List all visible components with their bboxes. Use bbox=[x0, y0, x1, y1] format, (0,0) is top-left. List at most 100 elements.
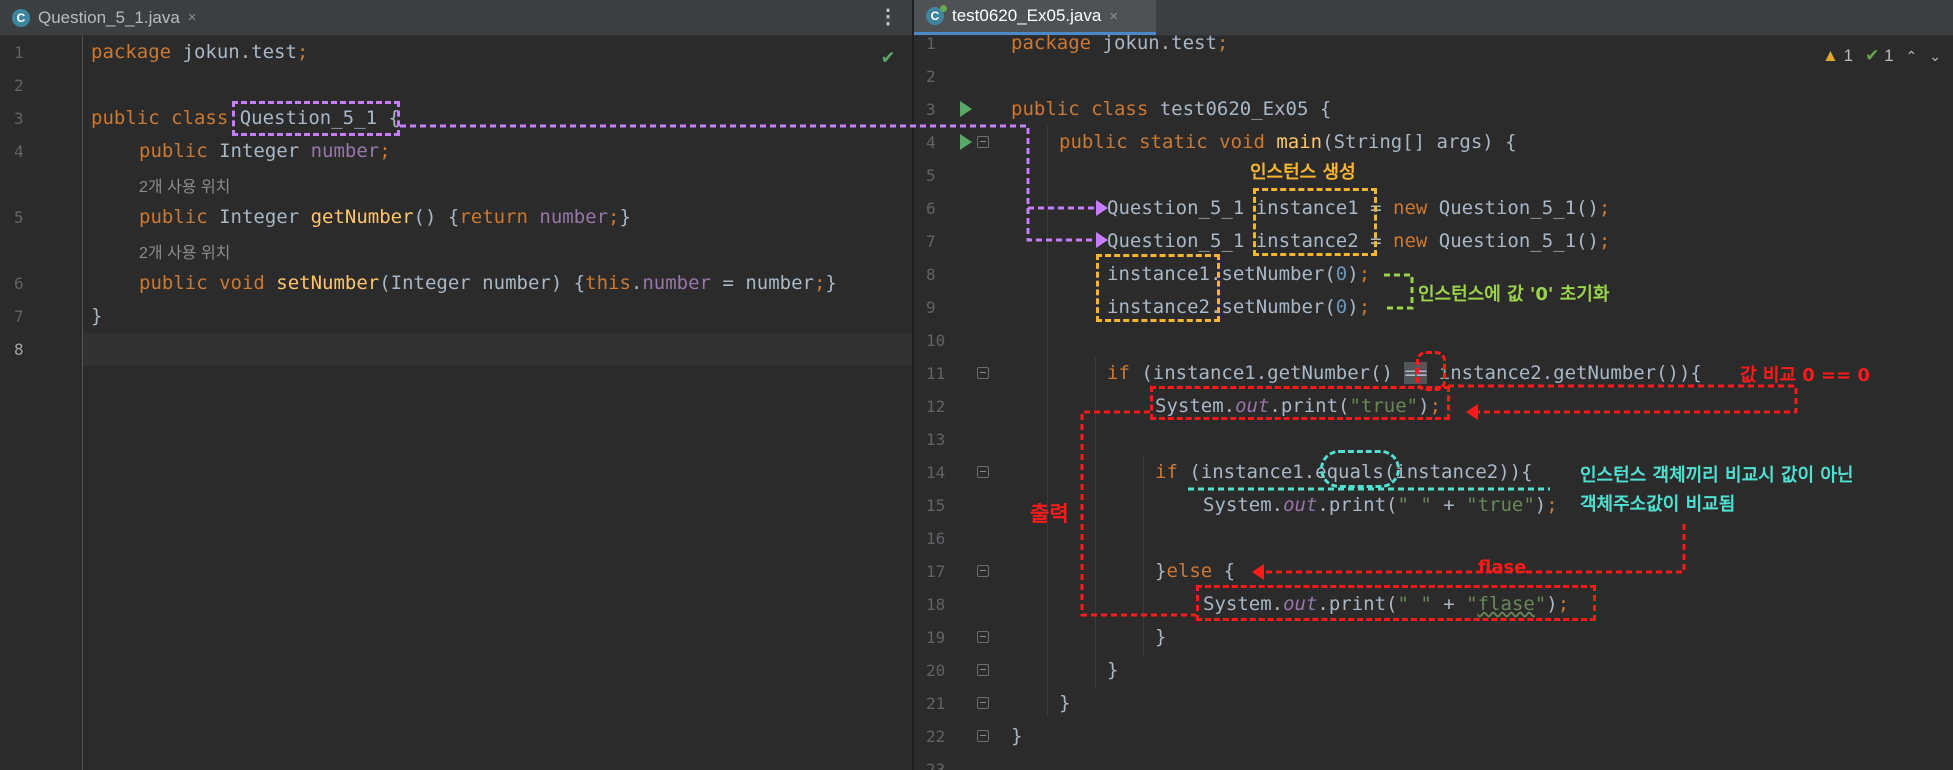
tab-test0620-ex05[interactable]: C test0620_Ex05.java × bbox=[914, 0, 1156, 35]
right-code-area[interactable]: package jokun.test; public class test062… bbox=[999, 32, 1953, 770]
code-line-22: } bbox=[1011, 725, 1023, 747]
code-line-6: Question_5_1 instance1 = new Question_5_… bbox=[1107, 197, 1611, 219]
warning-icon: ▲ bbox=[1822, 46, 1839, 65]
fold-icon[interactable] bbox=[977, 565, 989, 577]
fold-icon[interactable] bbox=[977, 466, 989, 478]
line-number: 21 bbox=[926, 694, 946, 713]
note-object-compare-1: 인스턴스 객체끼리 비교시 값이 아닌 bbox=[1580, 465, 1854, 486]
note-value-compare: 값 비교 0 == 0 bbox=[1740, 365, 1870, 386]
line-number: 2 bbox=[14, 76, 24, 95]
code-line-6: public void setNumber(Integer number) {t… bbox=[139, 272, 837, 294]
line-number: 6 bbox=[926, 199, 936, 218]
line-number: 12 bbox=[926, 397, 946, 416]
note-instance-create: 인스턴스 생성 bbox=[1250, 162, 1356, 183]
typo-word: flase bbox=[1477, 593, 1535, 615]
current-line-highlight bbox=[83, 333, 912, 366]
class-name: Question_5_1 bbox=[239, 107, 378, 129]
code-line-3: public class test0620_Ex05 { bbox=[1011, 98, 1332, 120]
print-true-box bbox=[1150, 386, 1450, 420]
usage-hint[interactable]: 2개 사용 위치 bbox=[139, 179, 231, 196]
inspection-widget[interactable]: ▲ 1 ✔ 1 ⌃ ⌄ bbox=[1822, 46, 1941, 65]
instance-create-box bbox=[1253, 188, 1377, 256]
previous-highlight-icon[interactable]: ⌃ bbox=[1905, 47, 1918, 64]
equals-highlight-ellipse bbox=[1320, 450, 1400, 488]
line-number: 7 bbox=[14, 307, 24, 326]
fold-icon[interactable] bbox=[977, 631, 989, 643]
line-number: 5 bbox=[14, 208, 24, 227]
more-options-icon[interactable]: ⋮ bbox=[878, 4, 898, 28]
code-line-4: public Integer number; bbox=[139, 140, 391, 162]
line-number: 2 bbox=[926, 67, 936, 86]
line-number-current: 8 bbox=[14, 340, 24, 359]
indent-guide bbox=[1047, 126, 1048, 716]
tab-filename: Question_5_1.java bbox=[38, 7, 180, 27]
fold-icon[interactable] bbox=[977, 136, 989, 148]
line-number: 15 bbox=[926, 496, 946, 515]
code-line-1: package jokun.test; bbox=[1011, 32, 1229, 54]
fold-icon[interactable] bbox=[977, 697, 989, 709]
line-number: 14 bbox=[926, 463, 946, 482]
close-icon[interactable]: × bbox=[187, 9, 197, 26]
right-gutter: 1 2 3 4 5 6 7 8 9 10 11 12 13 14 15 16 1… bbox=[914, 34, 998, 770]
code-line-18: System.out.print(" " + "flase"); bbox=[1203, 593, 1570, 615]
line-number: 5 bbox=[926, 166, 936, 185]
line-number: 16 bbox=[926, 529, 946, 548]
line-number: 3 bbox=[14, 109, 24, 128]
note-flase: flase bbox=[1478, 557, 1527, 578]
left-tab-bar: C Question_5_1.java × ⋮ bbox=[0, 0, 912, 36]
code-line-7: } bbox=[91, 305, 103, 327]
check-icon[interactable]: ✔ bbox=[882, 44, 895, 68]
weak-warning-icon: ✔ bbox=[1865, 46, 1880, 65]
operator-highlight-box bbox=[1416, 351, 1446, 391]
line-number: 7 bbox=[926, 232, 936, 251]
line-number: 19 bbox=[926, 628, 946, 647]
note-init-zero: 인스턴스에 값 '0' 초기화 bbox=[1418, 284, 1610, 305]
left-code-area[interactable]: package jokun.test; public class Questio… bbox=[83, 36, 912, 770]
fold-icon[interactable] bbox=[977, 730, 989, 742]
run-class-icon[interactable] bbox=[960, 101, 972, 117]
code-line-1: package jokun.test; bbox=[91, 41, 309, 63]
note-object-compare-2: 객체주소값이 비교됨 bbox=[1580, 494, 1736, 515]
java-class-icon: C bbox=[12, 8, 30, 27]
close-icon[interactable]: × bbox=[1109, 7, 1119, 25]
usage-hint[interactable]: 2개 사용 위치 bbox=[139, 245, 231, 262]
code-line-17: }else { bbox=[1155, 560, 1236, 582]
line-number: 6 bbox=[14, 274, 24, 293]
code-line-15: System.out.print(" " + "true"); bbox=[1203, 494, 1558, 516]
fold-icon[interactable] bbox=[977, 367, 989, 379]
run-main-icon[interactable] bbox=[960, 134, 972, 150]
note-output: 출력 bbox=[1030, 502, 1069, 526]
code-line-4: public static void main(String[] args) { bbox=[1059, 131, 1517, 153]
line-number: 4 bbox=[926, 133, 936, 152]
tab-filename: test0620_Ex05.java bbox=[952, 6, 1102, 25]
class-name-highlight-box bbox=[232, 101, 400, 136]
equality-operator: == bbox=[1404, 362, 1428, 384]
print-flase-box bbox=[1196, 585, 1596, 621]
code-line-20: } bbox=[1107, 659, 1119, 681]
fold-icon[interactable] bbox=[977, 664, 989, 676]
line-number: 3 bbox=[926, 100, 936, 119]
left-editor-pane: C Question_5_1.java × ⋮ 1 2 3 4 5 6 7 8 … bbox=[0, 0, 912, 770]
line-number: 20 bbox=[926, 661, 946, 680]
line-number: 17 bbox=[926, 562, 946, 581]
line-number: 8 bbox=[926, 265, 936, 284]
next-highlight-icon[interactable]: ⌄ bbox=[1929, 47, 1941, 64]
code-line-8: instance1.setNumber(0); bbox=[1107, 263, 1371, 285]
line-number: 1 bbox=[926, 34, 936, 53]
line-number: 23 bbox=[926, 760, 946, 770]
line-number: 13 bbox=[926, 430, 946, 449]
instance-vars-box bbox=[1096, 254, 1220, 322]
java-class-icon: C bbox=[926, 5, 947, 25]
line-number: 4 bbox=[14, 142, 24, 161]
indent-guide bbox=[1095, 357, 1096, 687]
line-number: 18 bbox=[926, 595, 946, 614]
code-line-9: instance2.setNumber(0); bbox=[1107, 296, 1371, 318]
right-tab-bar: C test0620_Ex05.java × bbox=[914, 0, 1953, 36]
code-line-3: public class Question_5_1 { bbox=[91, 107, 400, 129]
code-line-7: Question_5_1 instance2 = new Question_5_… bbox=[1107, 230, 1611, 252]
left-gutter: 1 2 3 4 5 6 7 8 bbox=[0, 36, 83, 770]
tab-question-5-1[interactable]: C Question_5_1.java × bbox=[0, 0, 222, 35]
line-number: 10 bbox=[926, 331, 946, 350]
indent-guide bbox=[1143, 456, 1144, 656]
